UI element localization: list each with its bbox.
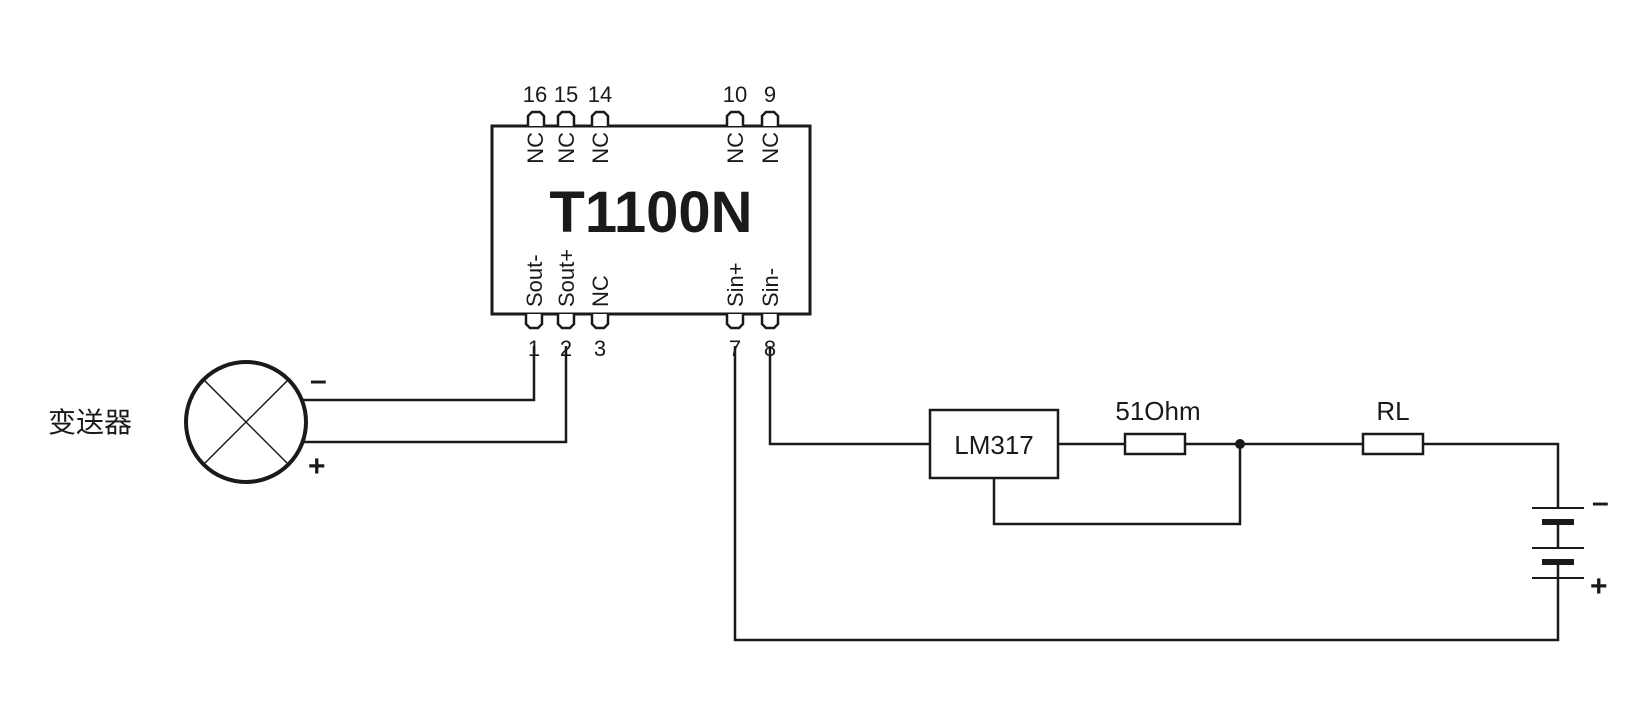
pin-label: Sout- bbox=[522, 254, 547, 307]
resistor-51ohm-label: 51Ohm bbox=[1115, 396, 1200, 426]
resistor-rl-body bbox=[1361, 432, 1425, 456]
pin-number: 10 bbox=[723, 82, 747, 107]
resistor-rl: RL bbox=[1361, 396, 1425, 456]
pin-label: Sin+ bbox=[723, 262, 748, 307]
pin-number: 16 bbox=[523, 82, 547, 107]
pin-number: 2 bbox=[560, 336, 572, 361]
pin-stub bbox=[524, 314, 544, 330]
bottom-pin-2: 2 Sout+ bbox=[554, 249, 579, 361]
pin-label: NC bbox=[758, 132, 783, 164]
wire-lm317-adj bbox=[992, 444, 1242, 526]
lm317-box bbox=[928, 408, 1060, 480]
wires bbox=[300, 346, 1560, 642]
top-pin-10: 10 NC bbox=[723, 82, 748, 164]
wire-pin7-battery bbox=[733, 346, 1560, 642]
battery-plus: + bbox=[1590, 570, 1608, 603]
pin-number: 1 bbox=[528, 336, 540, 361]
pin-label: NC bbox=[554, 132, 579, 164]
transmitter: 变送器 – + bbox=[48, 360, 327, 484]
pin-label: NC bbox=[723, 132, 748, 164]
top-pin-9: 9 NC bbox=[758, 82, 783, 164]
pin-stub bbox=[725, 314, 745, 330]
wire-pin1-transmitter bbox=[300, 346, 536, 402]
transmitter-plus: + bbox=[308, 450, 326, 483]
top-pin-14: 14 NC bbox=[588, 82, 613, 164]
resistor-51ohm-body bbox=[1123, 432, 1187, 456]
wire-pin8-lm317 bbox=[768, 346, 930, 446]
chip-body bbox=[490, 124, 812, 316]
transmitter-label: 变送器 bbox=[48, 406, 132, 439]
resistor-51ohm: 51Ohm bbox=[1115, 396, 1201, 456]
top-pin-16: 16 NC bbox=[523, 82, 548, 164]
pin-number: 14 bbox=[588, 82, 612, 107]
chip-t1100n: T1100N 16 NC 15 NC 14 NC 10 NC 9 NC bbox=[490, 82, 812, 361]
bottom-pin-3: 3 NC bbox=[588, 275, 613, 361]
bottom-pin-7: 7 Sin+ bbox=[723, 262, 748, 361]
pin-number: 8 bbox=[764, 336, 776, 361]
pin-stub bbox=[590, 110, 610, 126]
pin-label: NC bbox=[588, 132, 613, 164]
pin-stub bbox=[556, 314, 576, 330]
resistor-rl-label: RL bbox=[1376, 396, 1409, 426]
pin-label: Sin- bbox=[758, 268, 783, 307]
pin-number: 15 bbox=[554, 82, 578, 107]
lm317-regulator: LM317 bbox=[928, 408, 1060, 480]
pin-number: 3 bbox=[594, 336, 606, 361]
chip-title: T1100N bbox=[549, 180, 752, 245]
top-pin-15: 15 NC bbox=[554, 82, 579, 164]
wire-pin2-transmitter bbox=[300, 346, 568, 444]
pin-number: 7 bbox=[729, 336, 741, 361]
lm317-label: LM317 bbox=[954, 430, 1034, 460]
pin-stub bbox=[590, 314, 610, 330]
pin-stub bbox=[760, 110, 780, 126]
pin-label: NC bbox=[588, 275, 613, 307]
junction-dot bbox=[1235, 439, 1245, 449]
wire-rl-battery bbox=[1423, 442, 1560, 508]
bottom-pin-1: 1 Sout- bbox=[522, 254, 547, 361]
pin-label: Sout+ bbox=[554, 249, 579, 307]
pin-stub bbox=[556, 110, 576, 126]
pin-stub bbox=[760, 314, 780, 330]
transmitter-minus: – bbox=[310, 364, 327, 397]
pin-stub bbox=[526, 110, 546, 126]
pin-number: 9 bbox=[764, 82, 776, 107]
battery-minus: – bbox=[1592, 486, 1609, 519]
transmitter-cross-b bbox=[203, 379, 289, 465]
pin-label: NC bbox=[523, 132, 548, 164]
pin-stub bbox=[725, 110, 745, 126]
bottom-pin-8: 8 Sin- bbox=[758, 268, 783, 361]
battery: – + bbox=[1532, 486, 1609, 603]
